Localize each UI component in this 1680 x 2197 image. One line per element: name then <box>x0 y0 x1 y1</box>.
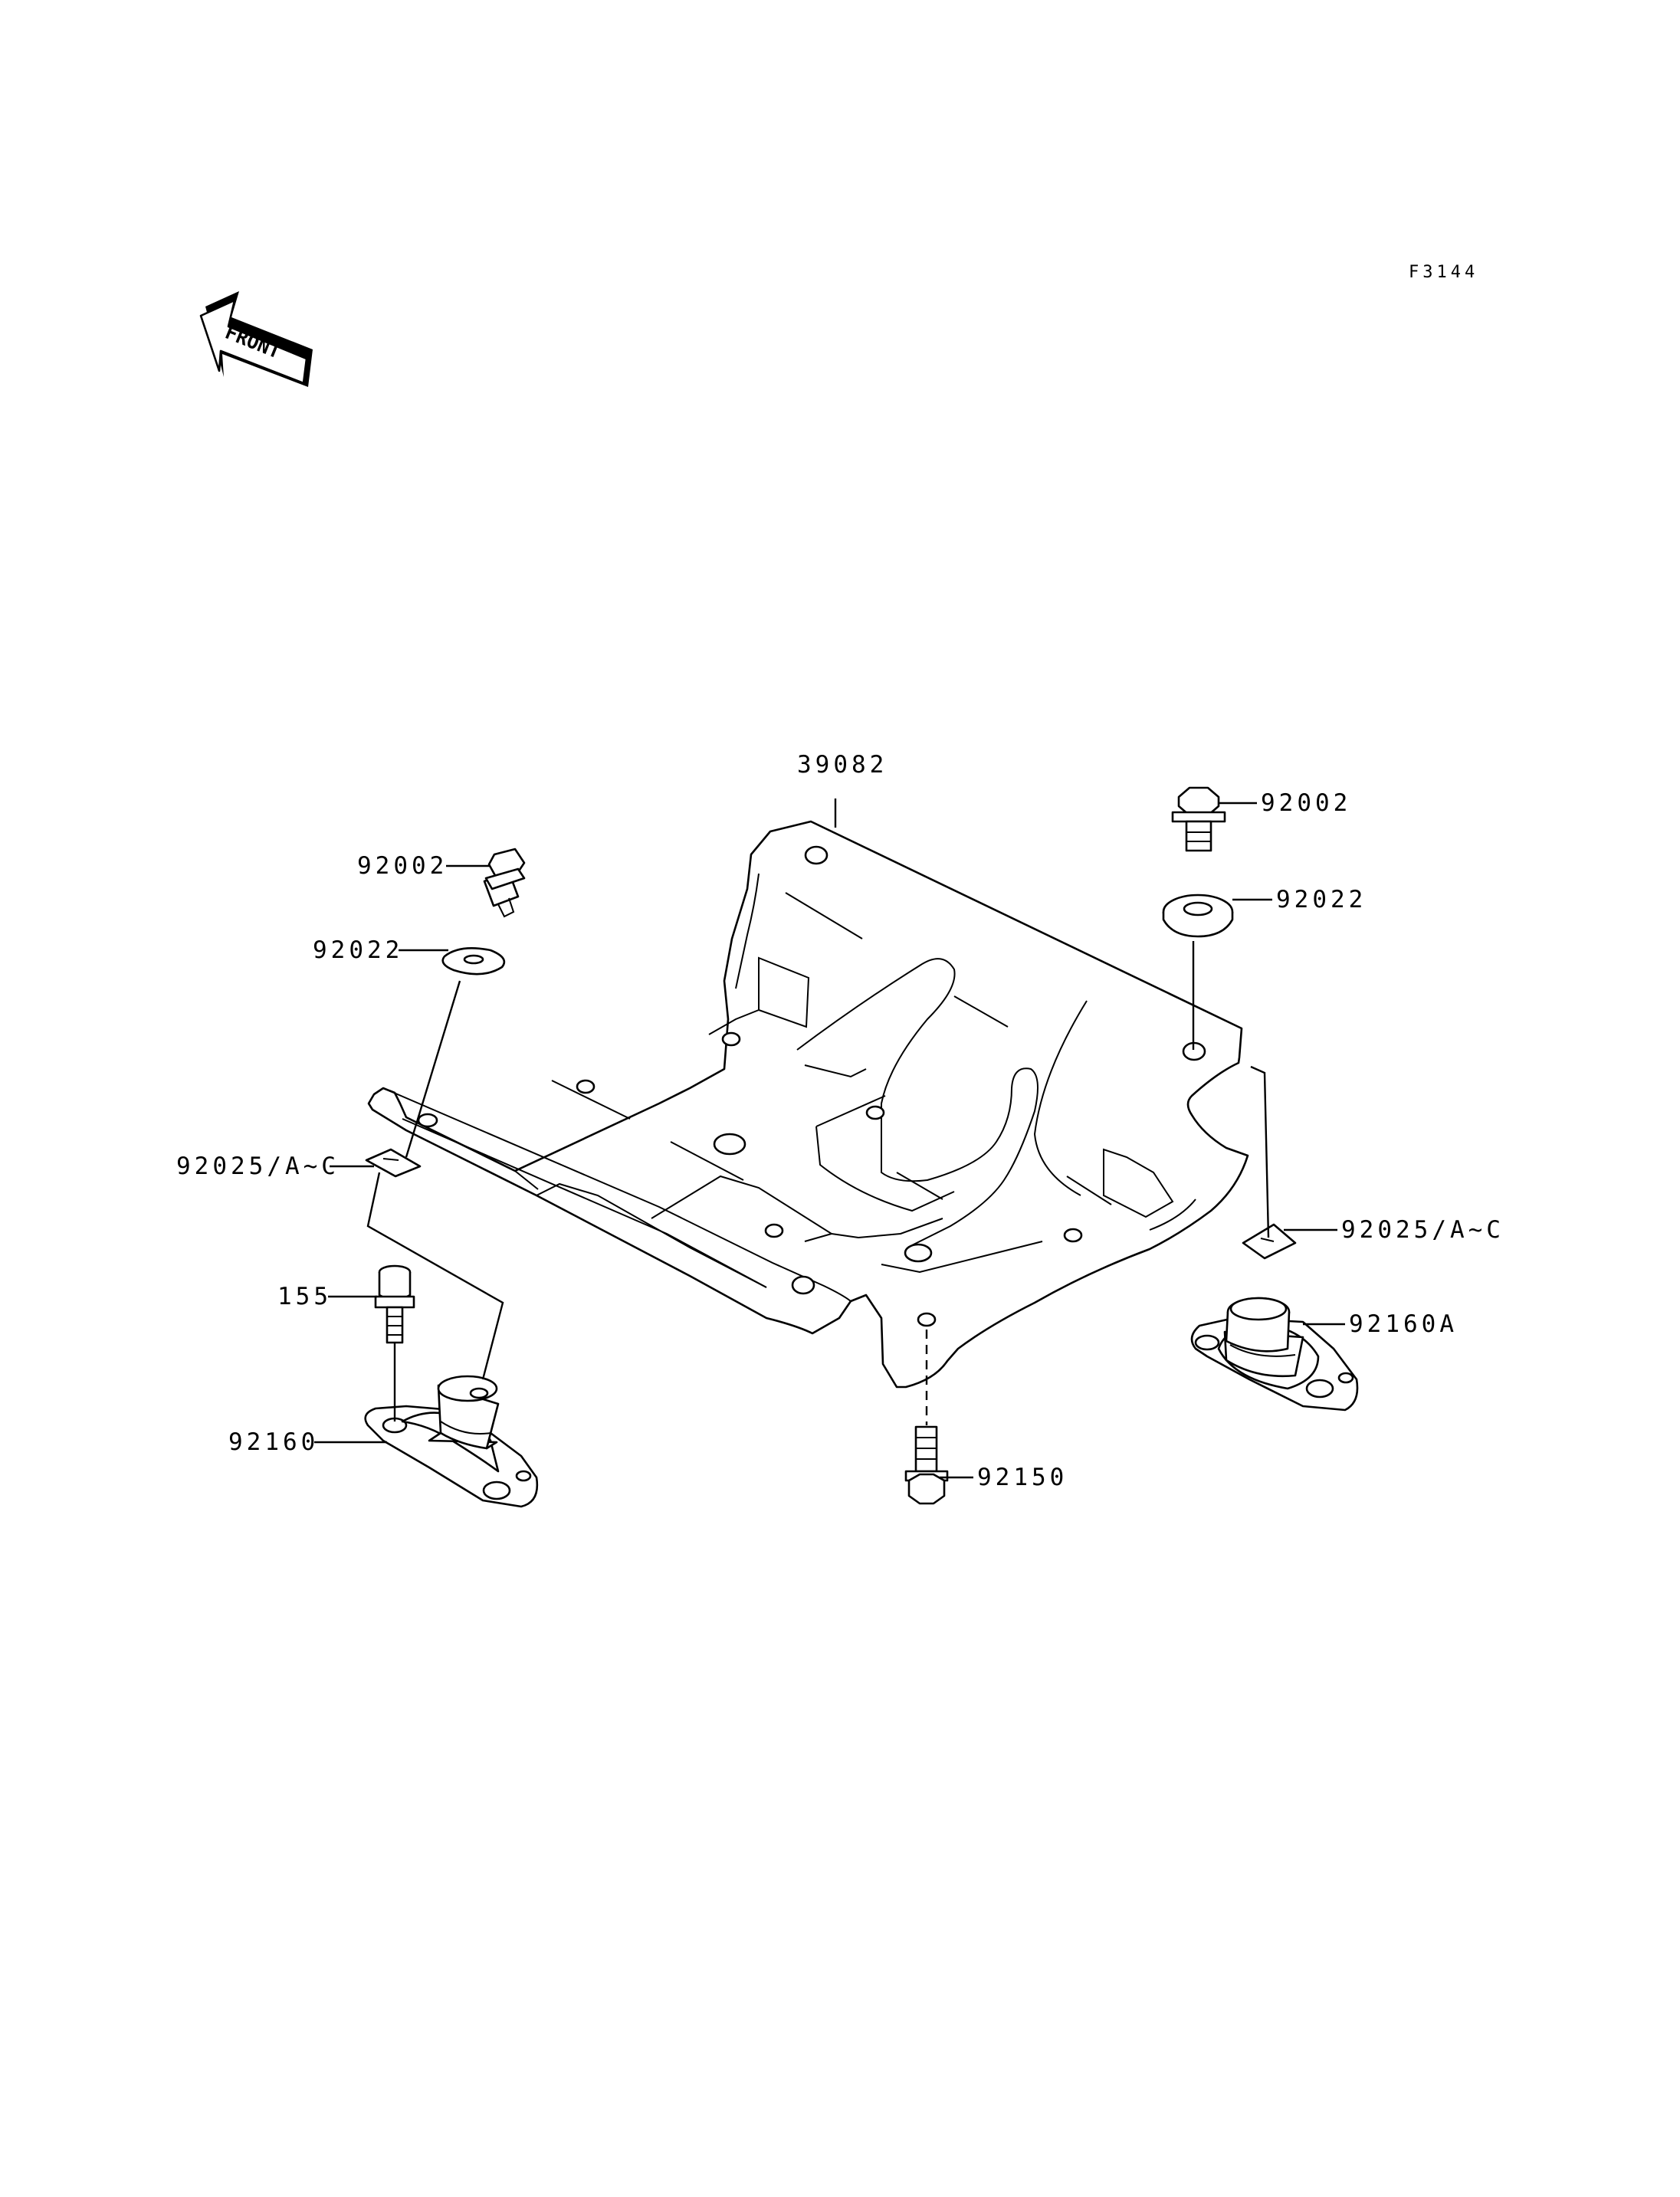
mount-92160-left <box>364 1375 539 1508</box>
label-92002-right: 92002 <box>1261 789 1351 817</box>
bolt-92002-right <box>1171 786 1226 852</box>
label-92025-right: 92025/A~C <box>1341 1216 1504 1244</box>
label-39082: 39082 <box>797 751 888 779</box>
bolt-155 <box>374 1264 415 1344</box>
label-92160A: 92160A <box>1349 1310 1458 1338</box>
washer-92022-left <box>441 947 506 976</box>
label-155: 155 <box>277 1283 332 1310</box>
label-92025-left: 92025/A~C <box>176 1153 340 1180</box>
figure-code: F3144 <box>1409 263 1478 282</box>
label-92022-left: 92022 <box>313 936 403 964</box>
washer-92022-right <box>1162 894 1234 938</box>
shim-92025-left <box>365 1148 422 1178</box>
mount-92160A-right <box>1190 1297 1359 1412</box>
label-92150: 92150 <box>977 1464 1068 1491</box>
skid-plate-frame <box>367 820 1249 1389</box>
bolt-92150 <box>904 1425 949 1505</box>
bolt-92002-left <box>483 848 526 918</box>
label-92022-right: 92022 <box>1276 886 1367 913</box>
leader-lines <box>314 798 1345 1479</box>
label-92160: 92160 <box>228 1428 319 1456</box>
front-arrow-icon: FRONT <box>199 291 313 387</box>
assembly-lines <box>366 941 1270 1425</box>
label-92002-left: 92002 <box>357 852 448 880</box>
shim-92025-right <box>1242 1223 1297 1260</box>
